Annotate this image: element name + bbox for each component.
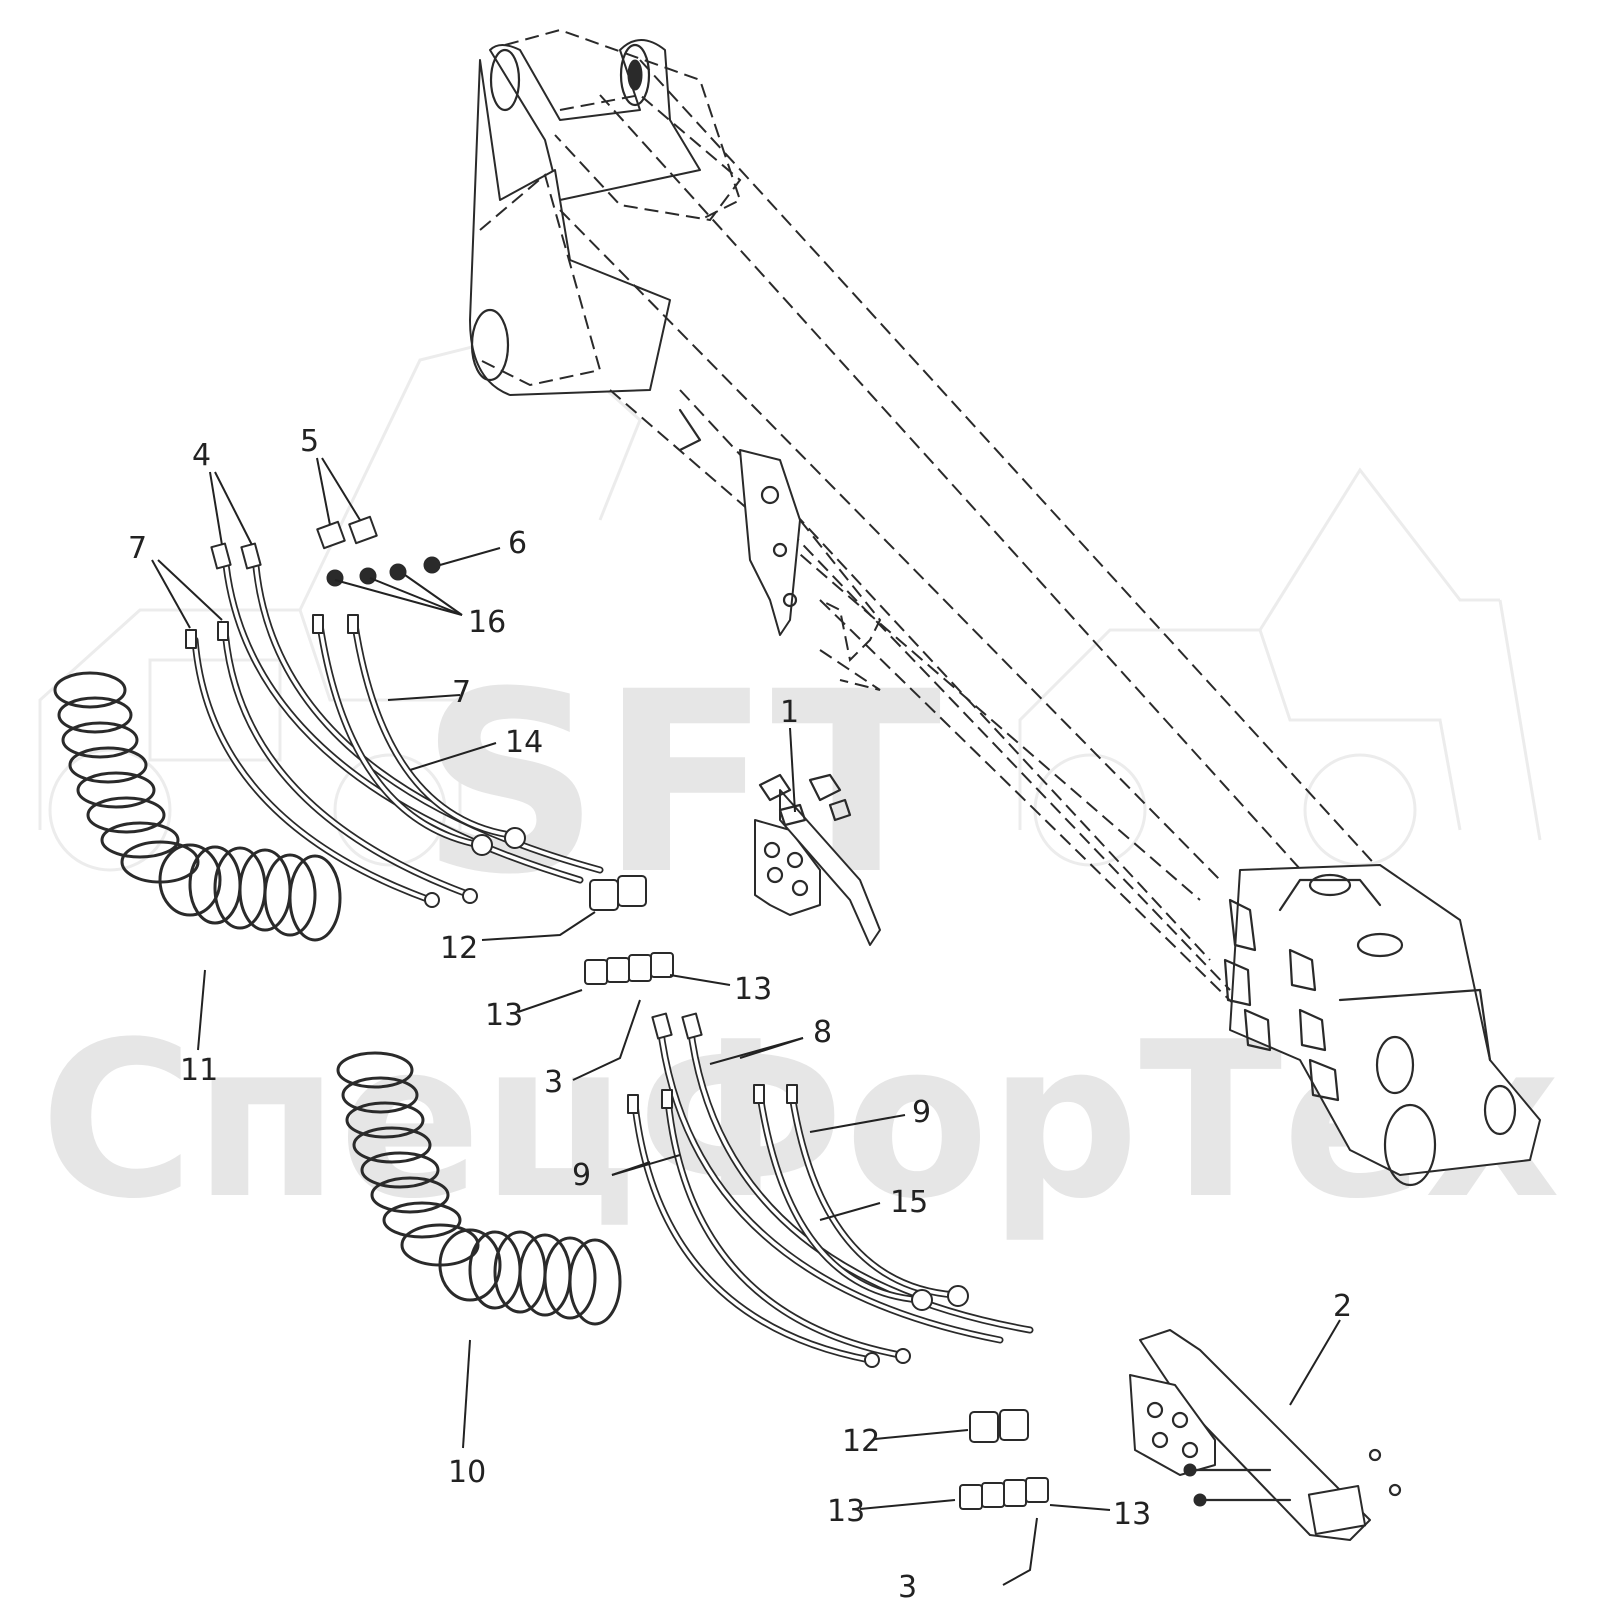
leader-lines	[151, 457, 1341, 1586]
boom-outline	[469, 28, 1541, 1187]
callouts: 1 2 3 3 4 5 6 7 7 8 9 9 10 11 12 12 13 1…	[128, 424, 1352, 1600]
callout-11: 11	[180, 1053, 218, 1088]
coil-hose-11	[53, 671, 342, 942]
hoses-upper	[185, 542, 604, 908]
callout-9-left: 9	[572, 1158, 591, 1193]
bracket-1	[754, 773, 881, 946]
callout-14: 14	[505, 725, 543, 760]
callout-8: 8	[813, 1015, 832, 1050]
fittings-lower-block	[959, 1409, 1049, 1510]
callout-13-upper-right: 13	[734, 972, 772, 1007]
callout-16: 16	[468, 605, 506, 640]
callout-9-right: 9	[912, 1095, 931, 1130]
callout-4: 4	[192, 438, 211, 473]
callout-3-lower: 3	[898, 1570, 917, 1600]
callout-6: 6	[508, 526, 527, 561]
callout-1: 1	[780, 695, 799, 730]
callout-3-upper: 3	[544, 1065, 563, 1100]
callout-5: 5	[300, 424, 319, 459]
watermark-tractor-right	[1018, 467, 1542, 867]
callout-2: 2	[1333, 1289, 1352, 1324]
callout-7-right: 7	[452, 675, 471, 710]
callout-7-left: 7	[128, 531, 147, 566]
callout-10: 10	[448, 1455, 486, 1490]
callout-13-lower-right: 13	[1113, 1497, 1151, 1532]
callout-12-lower: 12	[842, 1424, 880, 1459]
bracket-2	[1129, 1329, 1402, 1541]
coil-hose-10	[336, 1051, 622, 1326]
callout-13-lower-left: 13	[827, 1494, 865, 1529]
fittings-5-6-16	[316, 515, 441, 587]
watermark-tractor-left	[38, 328, 642, 872]
callout-12-upper: 12	[440, 931, 478, 966]
callout-15: 15	[890, 1185, 928, 1220]
callout-13-upper-left: 13	[485, 998, 523, 1033]
fittings-upper-block	[584, 875, 674, 985]
